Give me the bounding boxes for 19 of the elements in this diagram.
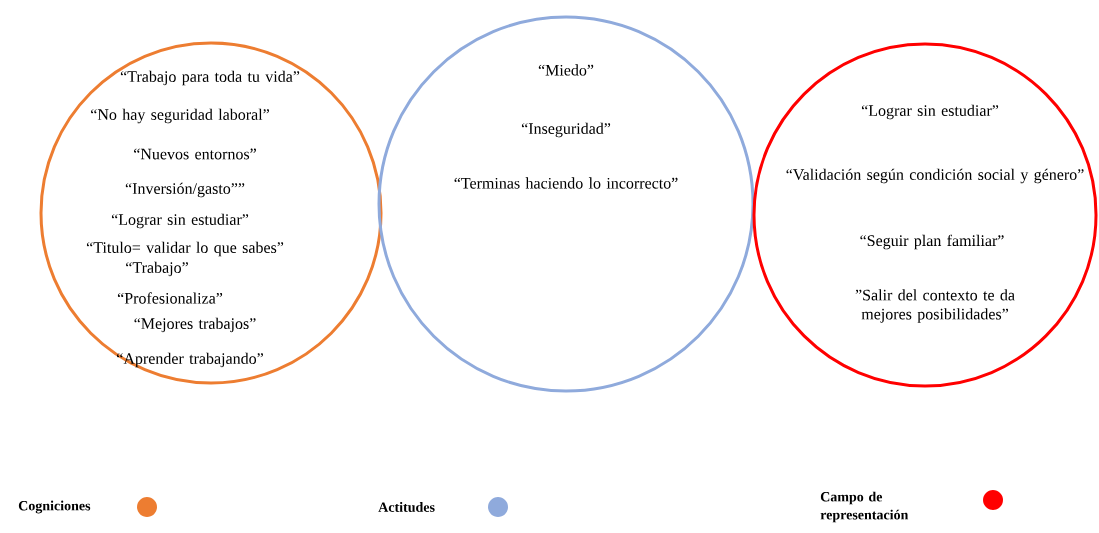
quote-text: “Validación según condición social y género” [786, 168, 1084, 184]
quote-text: “Inseguridad” [521, 122, 611, 138]
quote-text: “Lograr sin estudiar” [111, 213, 249, 229]
quote-text: “Seguir plan familiar” [860, 234, 1004, 250]
legend-label: Campo de representación [820, 491, 909, 523]
quote-text: “Nuevos entornos” [134, 148, 256, 160]
quote-text: “Trabajo” [126, 261, 188, 277]
quote-text: “Profesionaliza” [117, 292, 223, 304]
quote-text: “Miedo” [538, 64, 594, 76]
legend-label: Cogniciones [18, 500, 91, 514]
legend-label: Actitudes [378, 502, 435, 512]
quote-text: “Titulo= validar lo que sabes” [86, 241, 284, 257]
quote-text: “No hay seguridad laboral” [91, 108, 269, 124]
quote-text: “Inversión/gasto”” [125, 182, 245, 198]
quote-text: ”Salir del contexto te da mejores posibilidades” [855, 289, 1015, 323]
quote-text: “Lograr sin estudiar” [861, 104, 999, 120]
quote-text: “Trabajo para toda tu vida” [120, 70, 300, 86]
quote-text: “Mejores trabajos” [134, 317, 256, 333]
quote-text: “Terminas haciendo lo incorrecto” [454, 177, 678, 189]
